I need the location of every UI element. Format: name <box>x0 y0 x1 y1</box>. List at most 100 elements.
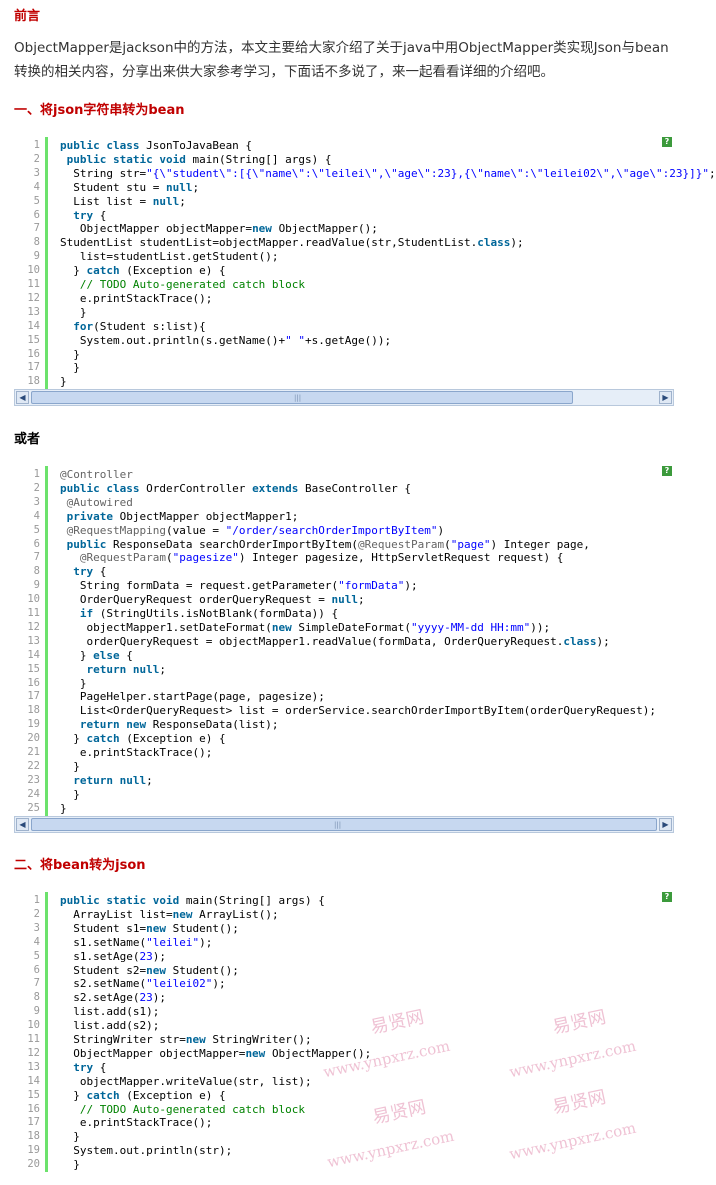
code-token: extends <box>252 481 306 495</box>
code-scrollbar-2[interactable]: ◀ ||| ▶ <box>14 816 674 833</box>
code-scrollbar-1[interactable]: ◀ ||| ▶ <box>14 389 674 406</box>
scroll-right-arrow-icon[interactable]: ▶ <box>659 391 672 404</box>
code-token: ObjectMapper objectMapper1; <box>119 509 299 523</box>
code-token: )); <box>530 620 551 634</box>
code-line: try { <box>60 209 674 222</box>
code-token: String str= <box>60 166 147 180</box>
code-token: try <box>60 1060 100 1074</box>
code-token: "yyyy-MM-dd HH:mm" <box>411 620 531 634</box>
code-token: Student s2= <box>60 963 147 977</box>
code-token: new <box>146 963 173 977</box>
code-line: if (StringUtils.isNotBlank(formData)) { <box>60 607 674 620</box>
code-token: ( <box>165 551 173 565</box>
line-number: 15 <box>27 662 40 675</box>
line-number: 7 <box>33 977 40 990</box>
code-token: PageHelper.startPage(page, pagesize); <box>60 690 325 704</box>
code-line: StudentList studentList=objectMapper.rea… <box>60 236 674 249</box>
code-token: public static void <box>60 894 186 907</box>
code-token: ) <box>437 523 445 537</box>
code-token: StringWriter(); <box>212 1033 312 1046</box>
help-icon[interactable]: ? <box>662 892 672 902</box>
scroll-grip-icon: ||| <box>294 394 302 402</box>
line-number: 11 <box>27 1033 40 1045</box>
code-token: } <box>60 361 80 375</box>
code-token: List<OrderQueryRequest> list = orderServ… <box>60 704 657 718</box>
line-number: 1 <box>33 894 40 906</box>
code-token: OrderQueryRequest orderQueryRequest = <box>60 593 332 607</box>
line-number: 2 <box>33 152 40 165</box>
code-line: ArrayList list=new ArrayList(); <box>60 908 674 921</box>
scroll-left-arrow-icon[interactable]: ◀ <box>16 818 29 831</box>
code-line: } catch (Exception e) { <box>60 1089 674 1102</box>
code-token: new <box>245 1046 272 1060</box>
code-token: } <box>60 347 80 361</box>
help-icon[interactable]: ? <box>662 466 672 476</box>
line-number: 8 <box>33 565 40 578</box>
line-number: 12 <box>27 1046 40 1059</box>
line-number: 14 <box>27 319 40 332</box>
line-number: 13 <box>27 305 40 318</box>
code-token: ObjectMapper objectMapper= <box>60 1046 246 1060</box>
code-token: } <box>60 676 87 690</box>
code-token: String formData = request.getParameter( <box>60 579 339 593</box>
code-token: ); <box>596 634 610 648</box>
code-token: new <box>271 620 299 634</box>
line-number: 12 <box>27 620 40 633</box>
line-number: 1 <box>33 139 40 151</box>
code-token: // TODO Auto-generated catch block <box>60 278 306 291</box>
code-token: list.add(s2); <box>60 1019 160 1033</box>
code-token: Student s1= <box>60 921 147 935</box>
code-token: ) Integer pagesize, HttpServletRequest r… <box>238 551 564 565</box>
code-token: " " <box>285 333 306 347</box>
code-token: Student stu = <box>60 180 166 194</box>
code-token: null <box>165 180 193 194</box>
code-token: null <box>331 593 359 607</box>
code-token: ObjectMapper(); <box>271 1046 372 1060</box>
line-number: 7 <box>33 551 40 564</box>
line-number: 1 <box>33 468 40 480</box>
code-token: null <box>152 194 180 208</box>
code-token: private <box>60 509 120 523</box>
scroll-left-arrow-icon[interactable]: ◀ <box>16 391 29 404</box>
code-token: "leilei02" <box>146 977 213 991</box>
code-token: list.add(s1); <box>60 1005 160 1019</box>
code-token: BaseController { <box>305 481 412 495</box>
line-number: 9 <box>33 579 40 592</box>
help-icon[interactable]: ? <box>662 137 672 147</box>
code-line: objectMapper.writeValue(str, list); <box>60 1075 674 1088</box>
code-token: Student(); <box>172 921 239 935</box>
code-token: class <box>563 634 597 648</box>
code-token: main(String[] args) { <box>185 894 325 907</box>
code-token: @RequestParam <box>358 537 445 551</box>
line-number: 6 <box>33 208 40 221</box>
code-token: } <box>60 801 67 815</box>
line-number: 21 <box>27 746 40 758</box>
code-token: "formData" <box>338 579 405 593</box>
scroll-thumb[interactable]: ||| <box>31 391 573 404</box>
scroll-grip-icon: ||| <box>334 821 342 829</box>
code-line: @RequestParam("pagesize") Integer pagesi… <box>60 551 674 564</box>
code-token: SimpleDateFormat( <box>298 620 412 634</box>
scroll-right-arrow-icon[interactable]: ▶ <box>659 818 672 831</box>
code-token: "pagesize" <box>172 551 239 565</box>
code-token: 23 <box>139 949 153 963</box>
code-token: JsonToJavaBean { <box>146 139 253 152</box>
code-line: String str="{\"student\":[{\"name\":\"le… <box>60 166 715 180</box>
code-token: // TODO Auto-generated catch block <box>60 1102 306 1116</box>
code-token: } <box>60 1158 80 1172</box>
scroll-thumb[interactable]: ||| <box>31 818 657 831</box>
code-line: @Autowired <box>60 496 674 509</box>
line-number: 10 <box>27 264 40 277</box>
code-line: e.printStackTrace(); <box>60 292 674 305</box>
code-token: catch <box>86 732 127 746</box>
line-number: 10 <box>27 1019 40 1032</box>
code-line: public ResponseData searchOrderImportByI… <box>60 538 674 551</box>
code-line: s2.setAge(23); <box>60 991 674 1004</box>
code-line: ObjectMapper objectMapper=new ObjectMapp… <box>60 222 674 235</box>
code-token: System.out.println(str); <box>60 1144 233 1158</box>
line-number: 7 <box>33 222 40 235</box>
code-line: list=studentList.getStudent(); <box>60 250 674 263</box>
code-line: List list = null; <box>60 195 674 208</box>
line-number: 11 <box>27 607 40 619</box>
